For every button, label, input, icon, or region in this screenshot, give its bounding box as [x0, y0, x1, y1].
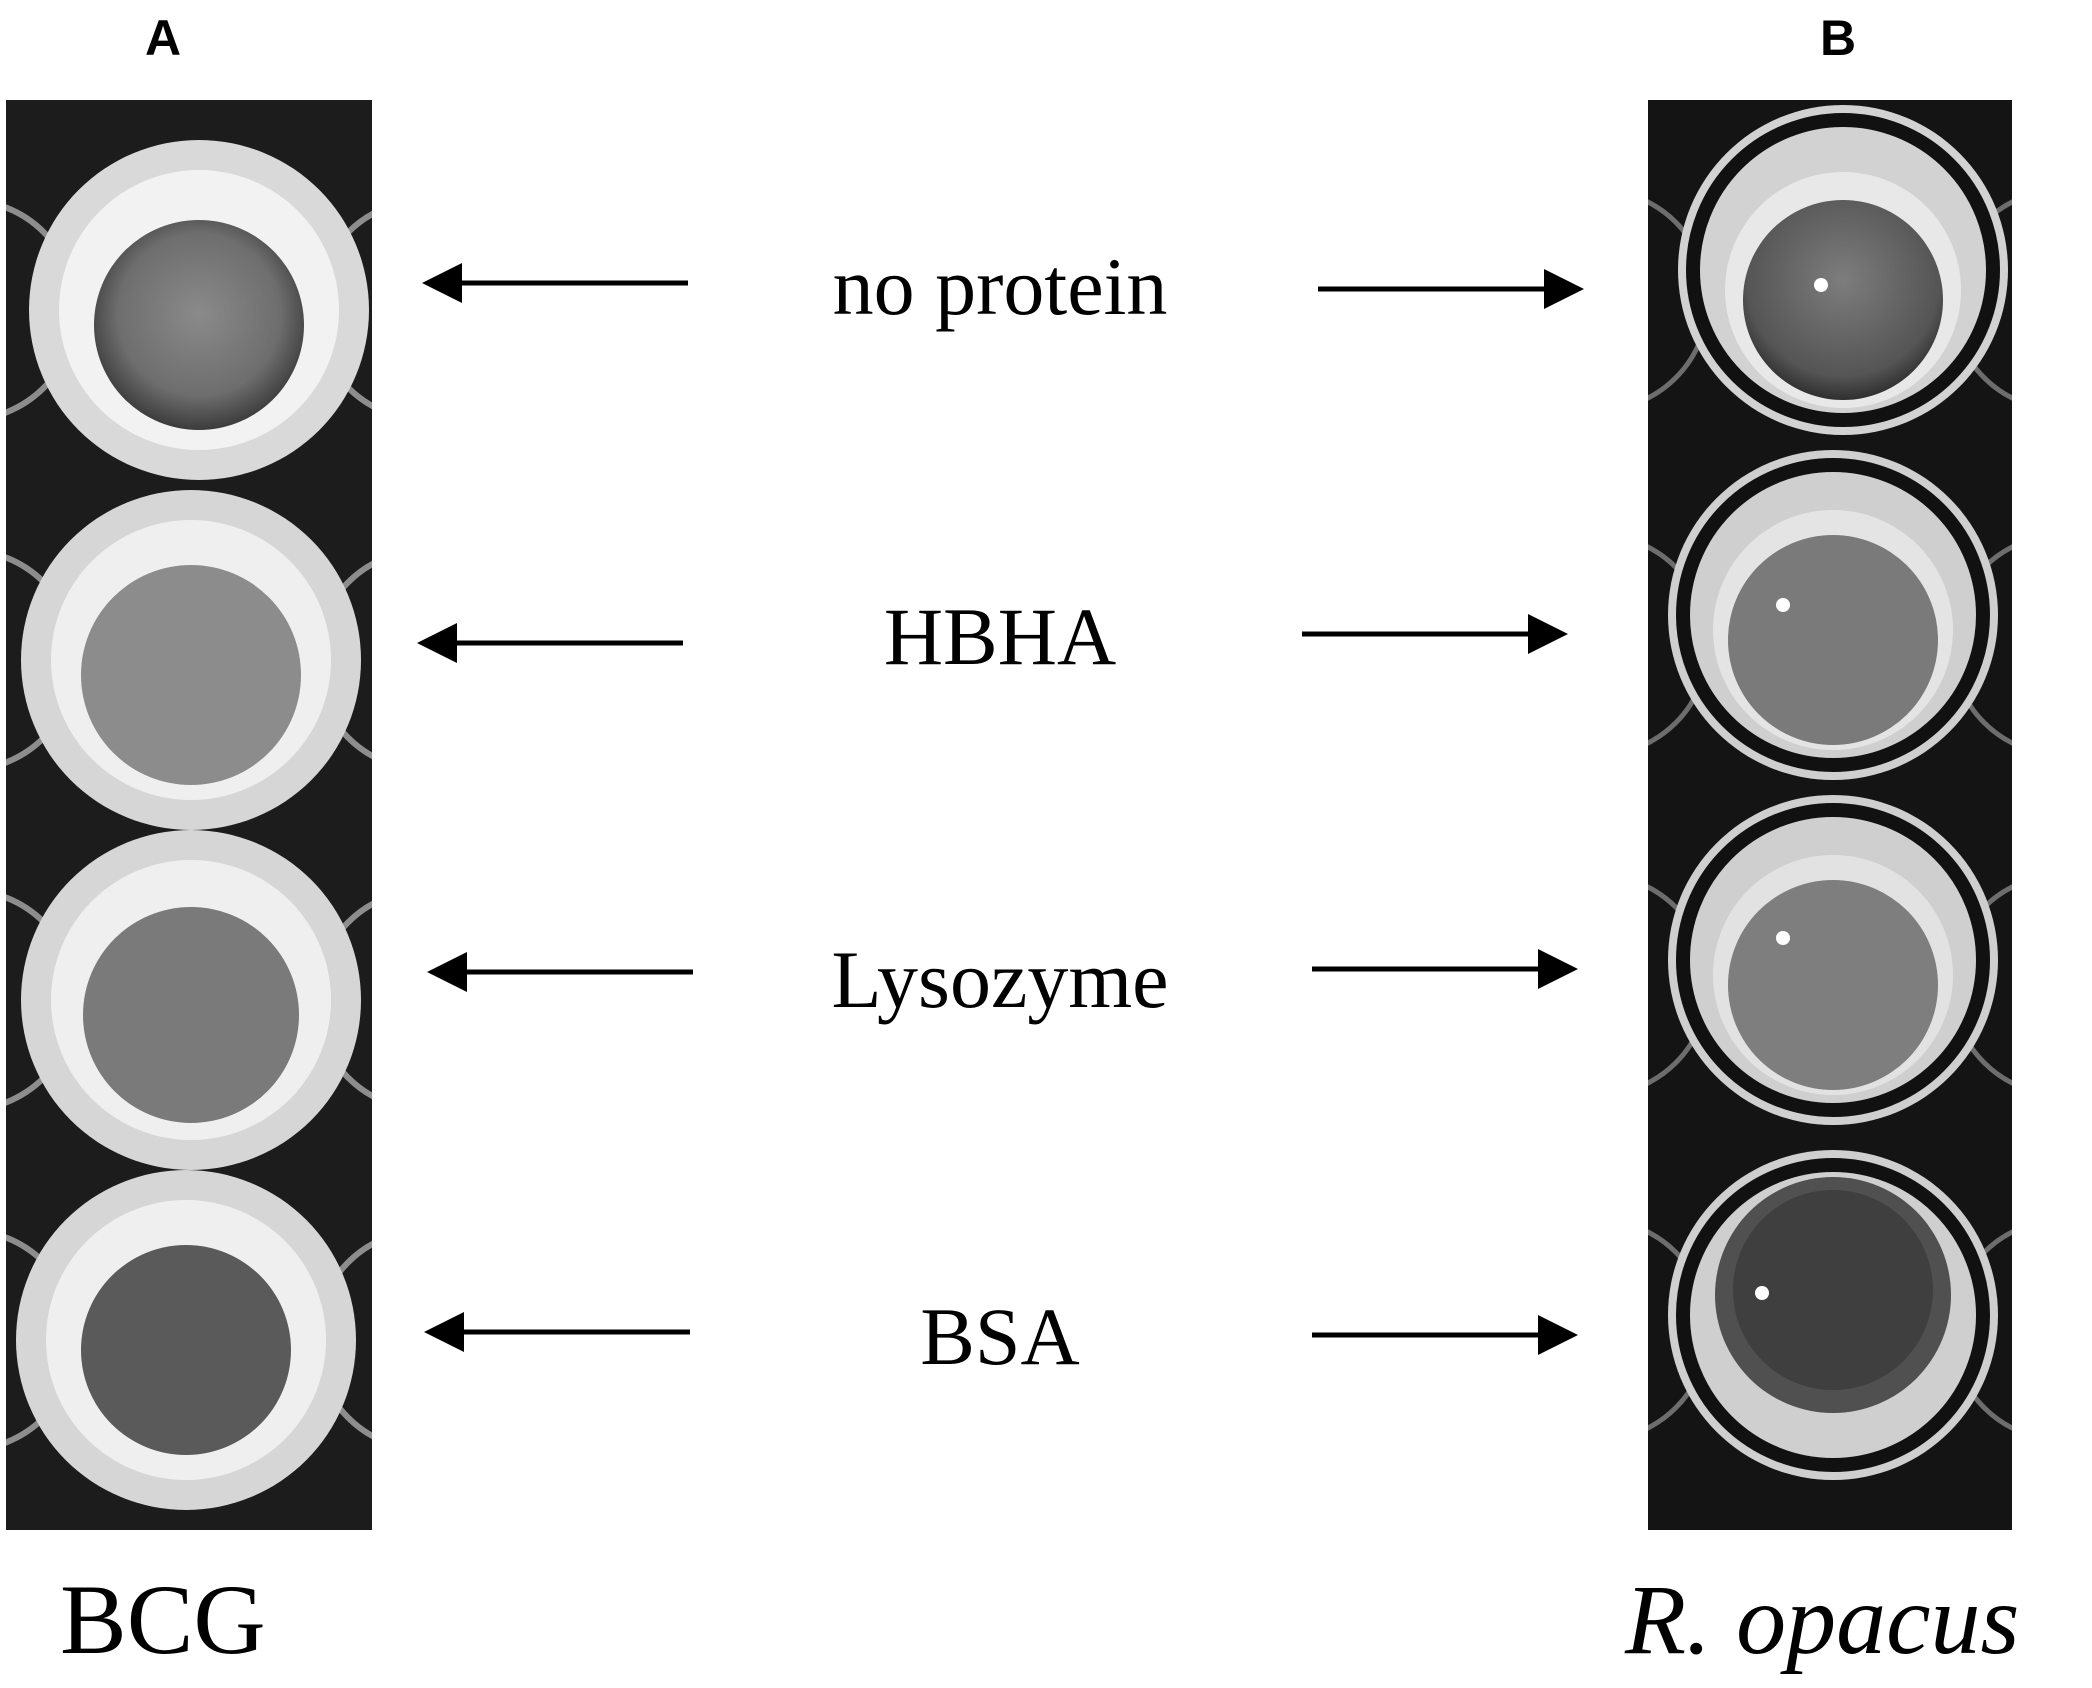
- panel-a-label: A: [145, 10, 182, 66]
- bcg-well-strip-photo: [6, 100, 372, 1530]
- condition-label-no-protein: no protein: [832, 241, 1168, 332]
- organism-label-bcg: BCG: [60, 1564, 266, 1675]
- well-b3: [1668, 795, 1998, 1125]
- bcg-wells: [16, 140, 369, 1510]
- well-b1: [1678, 105, 2008, 435]
- r-opacus-well-strip-photo: [1648, 100, 2012, 1530]
- well-b2: [1668, 450, 1998, 780]
- well-a2: [21, 490, 361, 830]
- panel-b-label: B: [1820, 10, 1857, 66]
- well-b4: [1668, 1150, 1998, 1480]
- condition-label-lysozyme: Lysozyme: [831, 934, 1169, 1025]
- well-a4: [16, 1170, 356, 1510]
- organism-label-r-opacus: R. opacus: [1625, 1564, 2020, 1675]
- condition-label-hbha: HBHA: [883, 591, 1117, 682]
- r-opacus-wells: [1668, 105, 2008, 1480]
- well-a3: [21, 830, 361, 1170]
- well-a1: [29, 140, 369, 480]
- condition-label-bsa: BSA: [920, 1291, 1080, 1382]
